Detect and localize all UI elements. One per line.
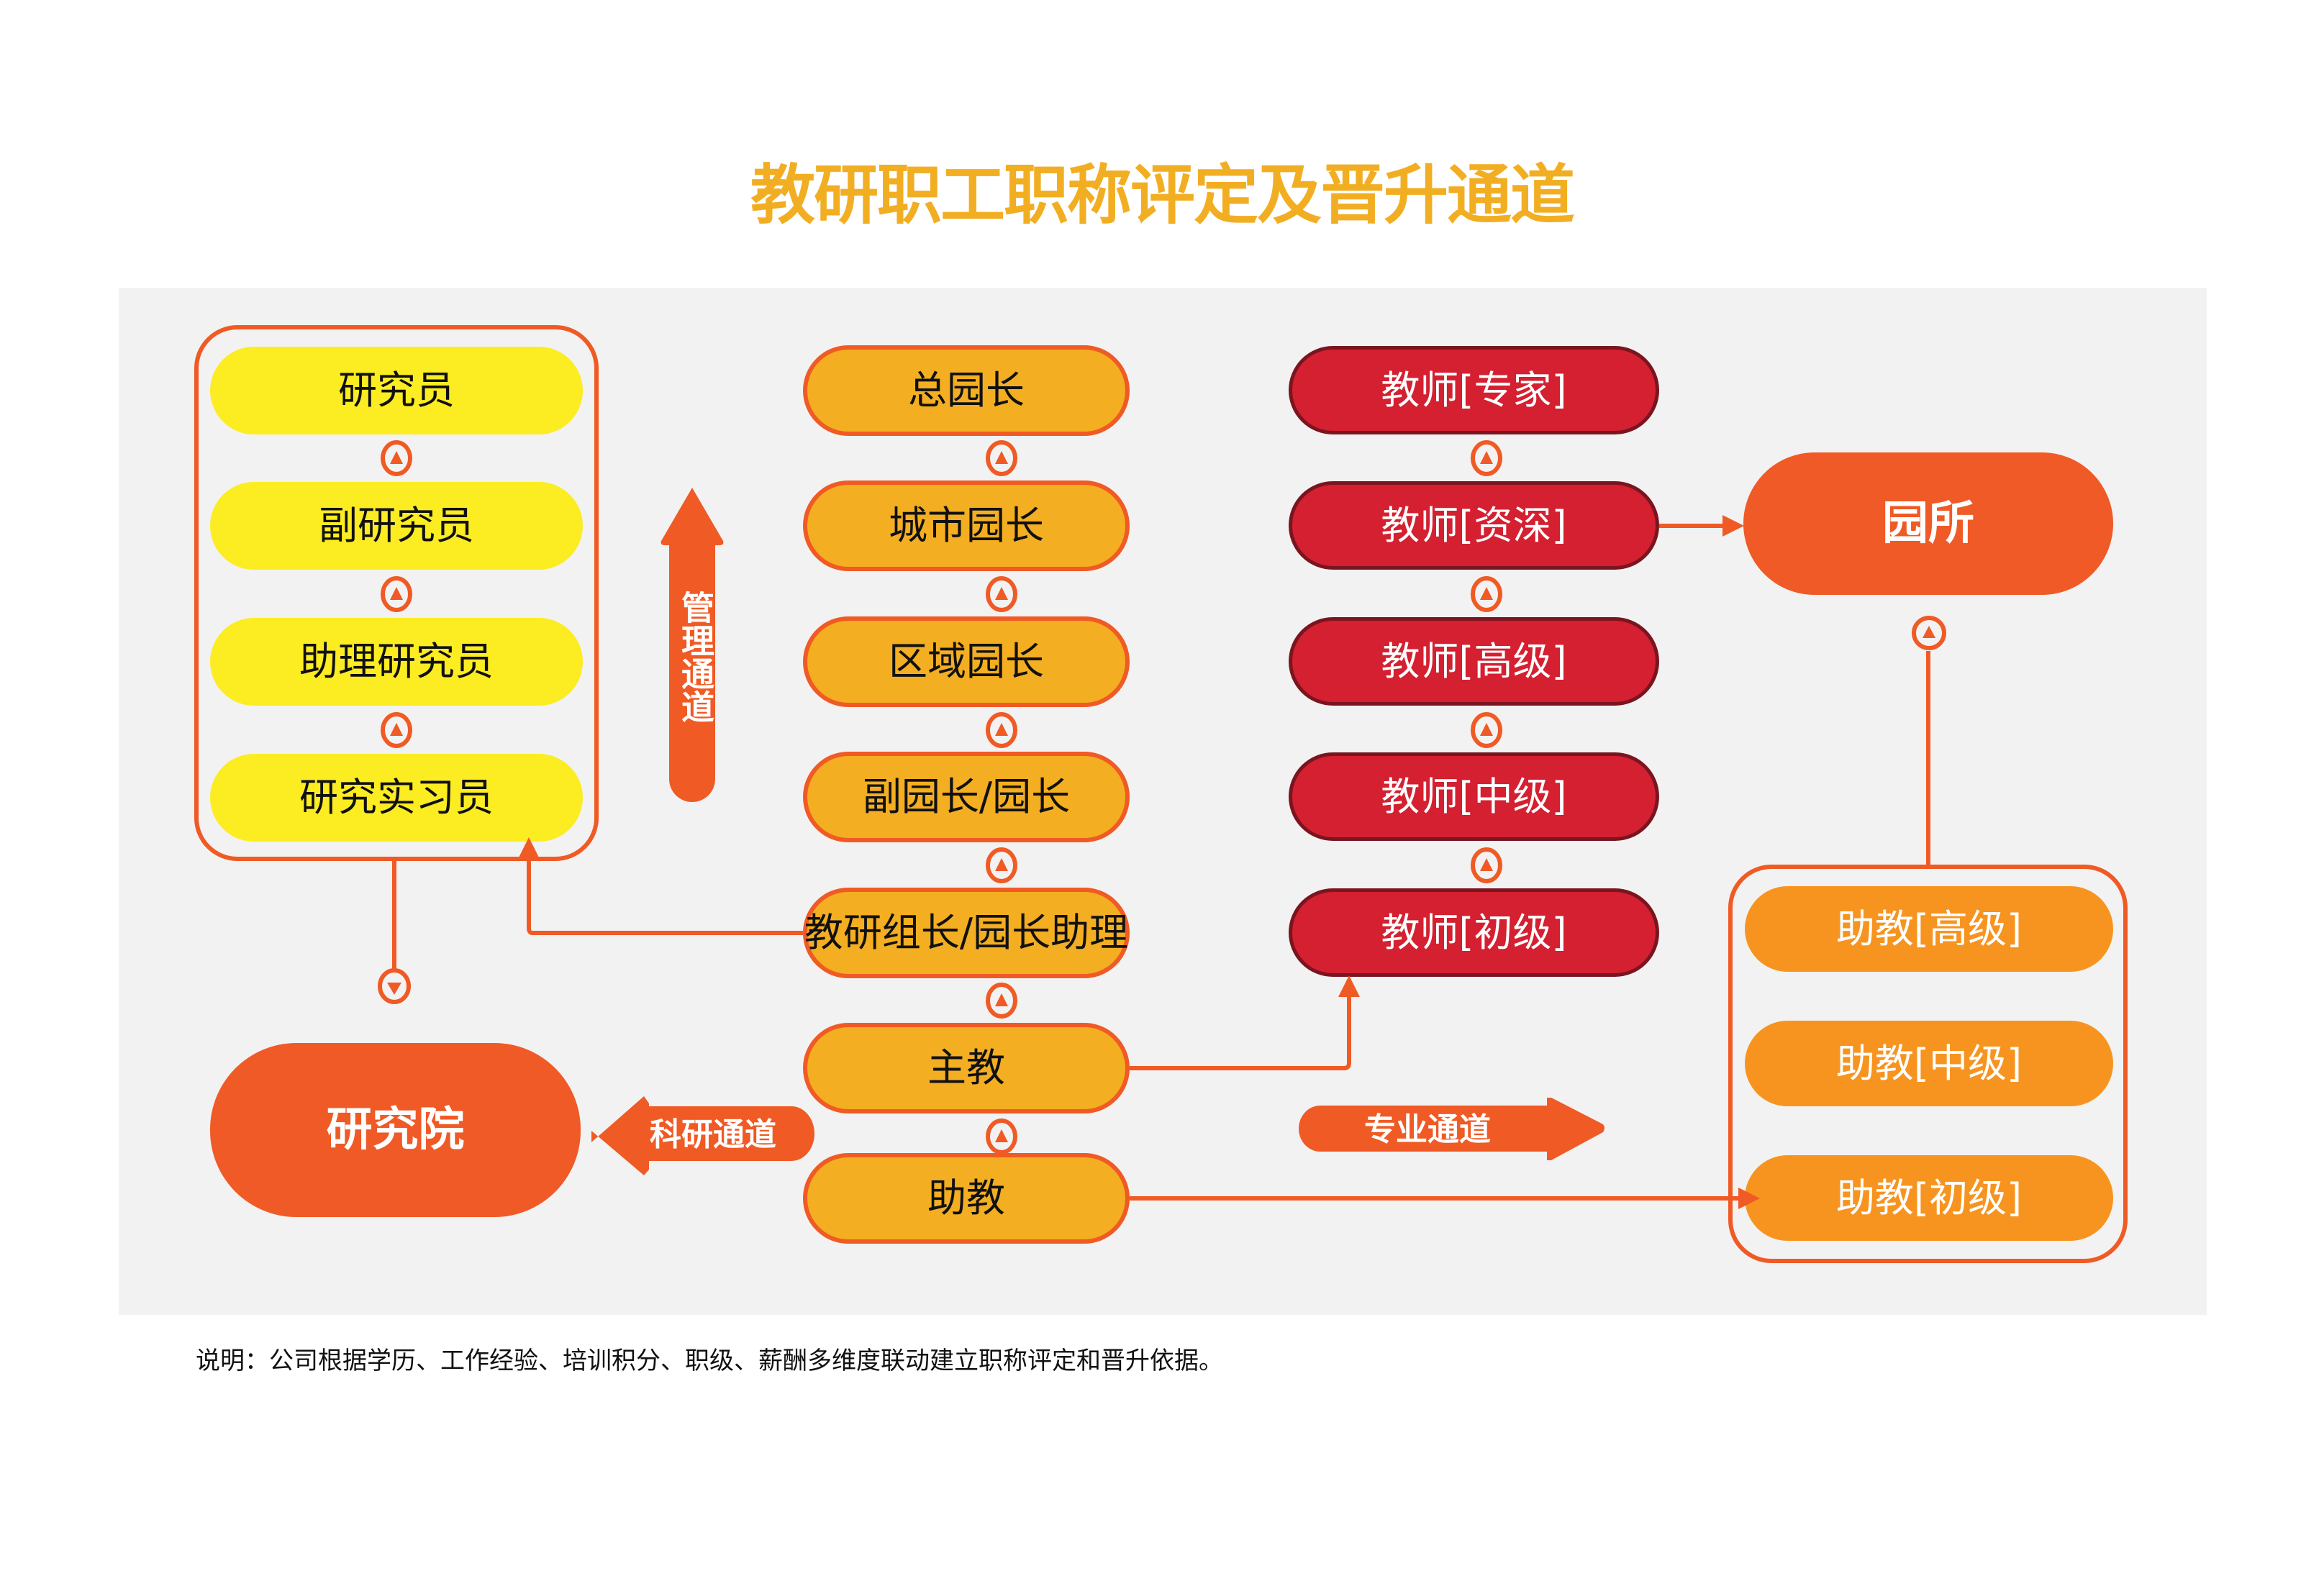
teacher-level-5[interactable]: 教师[初级] bbox=[1289, 888, 1659, 977]
management-level-5[interactable]: 教研组长/园长助理 bbox=[803, 888, 1130, 978]
management-channel-label: 管理通道 bbox=[676, 591, 715, 723]
management-level-1[interactable]: 总园长 bbox=[803, 345, 1130, 436]
page-title: 教研职工职称评定及晋升通道 bbox=[750, 158, 1575, 233]
research-institute-node[interactable]: 研究院 bbox=[210, 1043, 581, 1217]
teacher-level-2[interactable]: 教师[资深] bbox=[1289, 481, 1659, 570]
management-level-4[interactable]: 副园长/园长 bbox=[803, 752, 1130, 842]
footnote: 说明：公司根据学历、工作经验、培训积分、职级、薪酬多维度联动建立职称评定和晋升依… bbox=[196, 1347, 1223, 1375]
research-level-1[interactable]: 研究员 bbox=[210, 347, 583, 434]
research-level-4[interactable]: 研究实习员 bbox=[210, 754, 583, 842]
management-level-2[interactable]: 城市园长 bbox=[803, 480, 1130, 571]
research-level-3[interactable]: 助理研究员 bbox=[210, 618, 583, 706]
professional-channel-label: 专业通道 bbox=[1364, 1111, 1491, 1148]
assistant-level-3[interactable]: 助教[初级] bbox=[1745, 1155, 2113, 1241]
research-channel-label: 科研通道 bbox=[650, 1116, 776, 1153]
teacher-level-3[interactable]: 教师[高级] bbox=[1289, 617, 1659, 706]
research-level-2[interactable]: 副研究员 bbox=[210, 482, 583, 570]
research-group-box bbox=[194, 325, 599, 861]
assistant-level-1[interactable]: 助教[高级] bbox=[1745, 886, 2113, 972]
kindergarten-node[interactable]: 园所 bbox=[1743, 452, 2113, 595]
teacher-level-1[interactable]: 教师[专家] bbox=[1289, 346, 1659, 434]
assistant-level-2[interactable]: 助教[中级] bbox=[1745, 1021, 2113, 1106]
management-level-7[interactable]: 助教 bbox=[803, 1153, 1130, 1244]
assistant-group-box bbox=[1728, 865, 2128, 1263]
management-level-3[interactable]: 区域园长 bbox=[803, 616, 1130, 707]
management-level-6[interactable]: 主教 bbox=[803, 1023, 1130, 1113]
teacher-level-4[interactable]: 教师[中级] bbox=[1289, 752, 1659, 841]
